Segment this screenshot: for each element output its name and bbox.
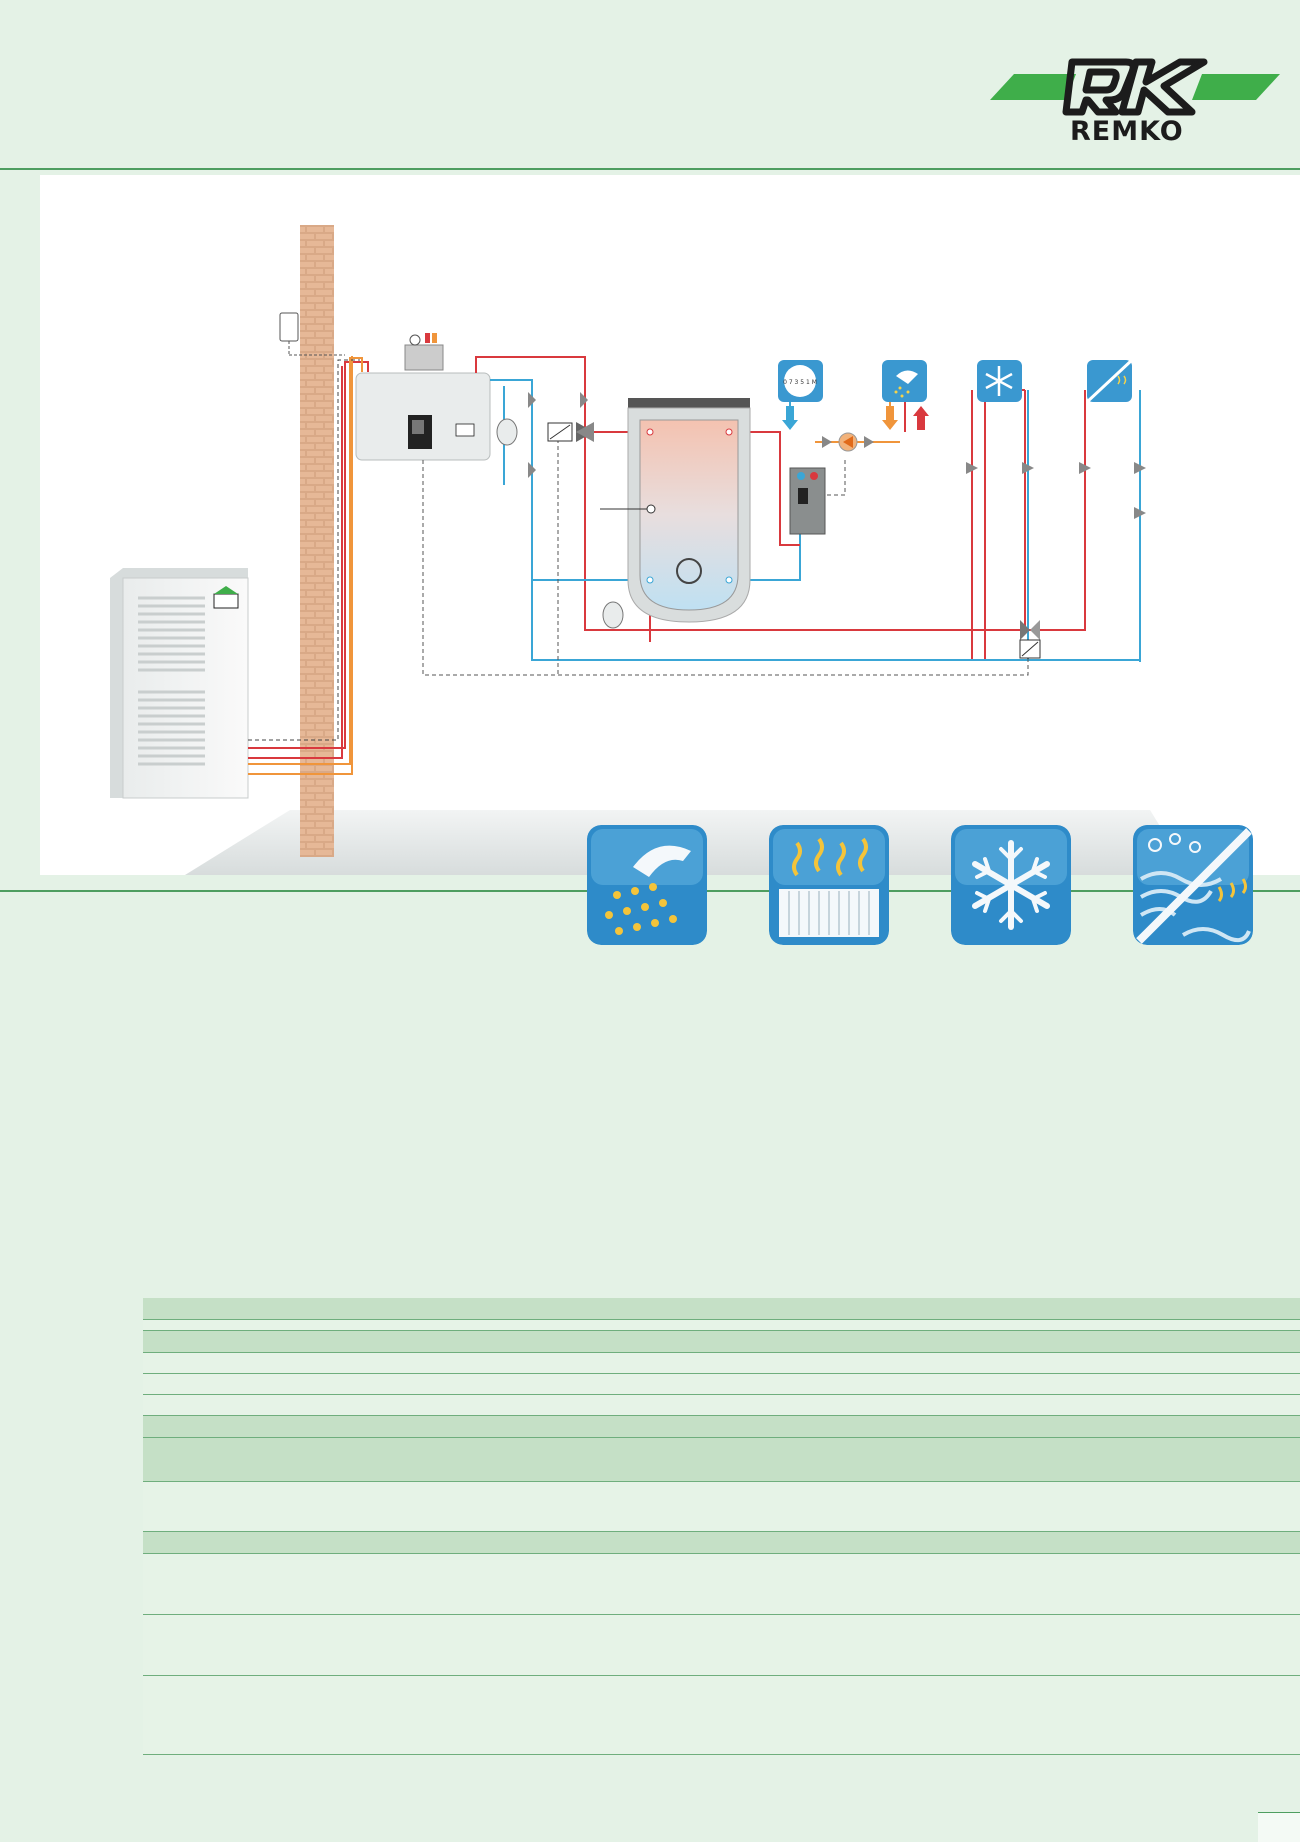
shower-icon [882,360,927,402]
header-band [0,0,1300,170]
spec-table [143,1298,1300,1755]
mixing-valve [1019,620,1041,659]
brick-wall [300,225,334,857]
spec-row [143,1374,1300,1395]
control-lines [422,432,1029,676]
cold-water-arrow [782,406,798,430]
hot-water-storage-tank [600,398,751,623]
combined-cooling-heating-function-icon [1133,825,1253,945]
expansion-vessel [496,418,624,629]
spec-row [143,1676,1300,1755]
warm-water-arrow [882,406,898,430]
indoor-hydro-module [355,333,491,461]
three-way-valve [547,422,594,442]
cooling-heating-icon [1085,358,1134,404]
spec-row [143,1395,1300,1416]
page-number-box [1258,1812,1300,1842]
spec-row [143,1554,1300,1615]
brand-name: REMKO [1070,116,1184,147]
spec-row [143,1438,1300,1482]
refrigerant-lines [248,356,369,775]
fresh-water-station [789,432,858,535]
registered-mark: ® [1191,59,1200,69]
snowflake-icon [977,360,1022,402]
spec-row [143,1482,1300,1532]
hot-water-arrow [913,406,929,430]
spec-row [143,1331,1300,1353]
outdoor-heat-pump-unit [110,568,249,799]
spec-row [143,1298,1300,1320]
spec-row [143,1353,1300,1374]
shutoff-valves [528,392,1146,519]
spec-row [143,1615,1300,1676]
svg-text:0 7 3 5 1 M: 0 7 3 5 1 M [783,379,817,386]
heating-function-icon [769,825,889,945]
room-thermostat [279,312,345,356]
cooling-function-icon [951,825,1071,945]
remko-logo: ® [990,58,1280,116]
system-schematic: 0 7 3 5 1 M [40,175,1300,875]
spec-row [143,1532,1300,1554]
spec-row [143,1320,1300,1331]
spec-row [143,1416,1300,1438]
water-meter-icon: 0 7 3 5 1 M [778,360,823,402]
hot-water-function-icon [587,825,707,945]
